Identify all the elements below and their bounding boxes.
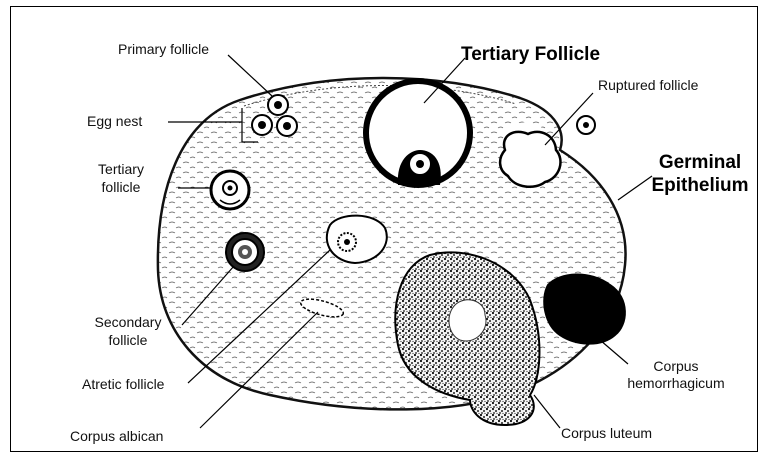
label-germinal-epithelium-1: Germinal — [648, 152, 752, 174]
label-primary-follicle: Primary follicle — [118, 41, 209, 58]
label-tertiary-follicle-small-1: Tertiary — [88, 161, 154, 178]
label-corpus-hemorrhagicum-1: Corpus — [624, 358, 728, 375]
label-tertiary-follicle-small-2: follicle — [88, 179, 154, 196]
label-egg-nest: Egg nest — [87, 113, 142, 130]
atretic-follicle — [327, 216, 387, 263]
label-germinal-epithelium-2: Epithelium — [648, 175, 752, 197]
tertiary-follicle-small — [211, 171, 249, 209]
secondary-follicle — [226, 233, 264, 271]
tertiary-follicle-large — [366, 81, 470, 185]
label-corpus-luteum: Corpus luteum — [561, 425, 652, 442]
label-corpus-albican: Corpus albican — [70, 428, 163, 445]
label-atretic-follicle: Atretic follicle — [82, 376, 164, 393]
label-secondary-follicle-2: follicle — [80, 332, 176, 349]
label-corpus-hemorrhagicum-2: hemorrhagicum — [624, 375, 728, 392]
label-secondary-follicle-1: Secondary — [80, 314, 176, 331]
label-ruptured-follicle: Ruptured follicle — [598, 77, 698, 94]
label-tertiary-follicle-large: Tertiary Follicle — [461, 44, 600, 66]
